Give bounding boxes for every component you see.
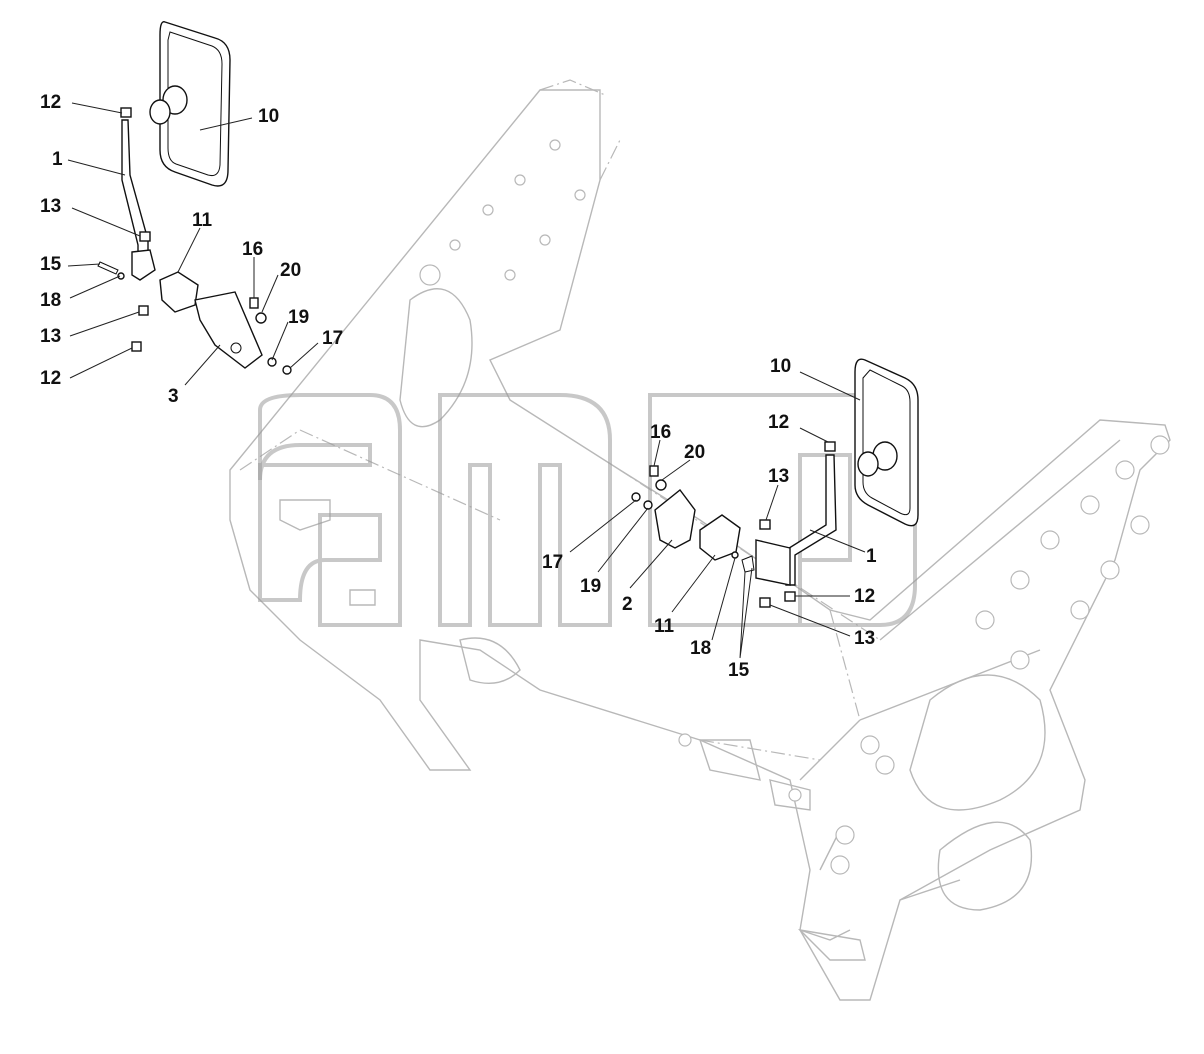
left-nut-13-top [139, 231, 151, 242]
callout-label: 17 [542, 552, 563, 573]
callout-label: 3 [168, 386, 179, 407]
callouts-right: 10 12 16 20 13 1 17 19 12 2 13 11 18 15 [542, 356, 877, 681]
callout-label: 15 [40, 254, 62, 275]
frame-outline [229, 79, 1171, 1001]
left-swivel-11 [159, 271, 199, 313]
left-washer-20 [255, 312, 267, 324]
left-washer-19 [267, 357, 277, 367]
left-bolt-15 [97, 261, 119, 275]
left-arm-clamp [131, 249, 156, 281]
right-bolt-16 [649, 465, 659, 477]
callout-label: 13 [40, 196, 61, 217]
right-nut-12-top [824, 441, 836, 452]
right-mirror-assembly [631, 358, 919, 608]
right-arm-clamp [755, 539, 791, 586]
callout-label: 20 [280, 260, 301, 281]
left-nut-12-top [120, 107, 132, 118]
callout-label: 13 [854, 628, 875, 649]
callout-label: 12 [40, 368, 61, 389]
callout-label: 2 [622, 594, 633, 615]
right-washer-18 [731, 551, 739, 559]
left-nut-12-bot [131, 341, 142, 352]
left-mirror-assembly [97, 21, 292, 375]
left-mirror-head [149, 21, 231, 187]
callouts-left: 12 10 1 13 11 15 16 20 18 19 13 17 12 3 [40, 92, 343, 407]
left-nut-17 [282, 365, 292, 375]
callout-label: 19 [288, 307, 309, 328]
callout-label: 11 [192, 210, 213, 231]
right-bracket-2 [654, 489, 696, 549]
callout-label: 16 [650, 422, 671, 443]
leader-lines [67, 102, 866, 659]
callout-label: 16 [242, 239, 263, 260]
callout-label: 12 [40, 92, 61, 113]
callout-label: 18 [40, 290, 61, 311]
right-nut-13-bot [759, 597, 771, 608]
right-mirror-arm [785, 454, 837, 586]
callout-label: 13 [768, 466, 789, 487]
callout-label: 18 [690, 638, 711, 659]
callout-label: 1 [52, 149, 63, 170]
callout-label: 11 [654, 616, 675, 637]
callout-label: 19 [580, 576, 601, 597]
callout-label: 12 [854, 586, 875, 607]
right-nut-13-top [759, 519, 771, 530]
right-washer-19 [643, 500, 653, 510]
left-bracket-3 [194, 291, 263, 369]
callout-label: 1 [866, 546, 877, 567]
right-washer-20 [655, 479, 667, 491]
left-nut-13-bot [138, 305, 149, 316]
right-bolt-15 [741, 555, 755, 573]
right-nut-17 [631, 492, 641, 502]
right-mirror-head [854, 358, 919, 527]
callout-label: 10 [258, 106, 279, 127]
callout-label: 10 [770, 356, 791, 377]
right-nut-12-bot [784, 591, 796, 602]
left-washer-18 [117, 272, 125, 280]
callout-label: 17 [322, 328, 343, 349]
frame-holes [419, 139, 1170, 875]
callout-label: 12 [768, 412, 789, 433]
callout-label: 20 [684, 442, 705, 463]
left-bolt-16 [249, 297, 259, 309]
callout-label: 15 [728, 660, 750, 681]
callout-label: 13 [40, 326, 61, 347]
